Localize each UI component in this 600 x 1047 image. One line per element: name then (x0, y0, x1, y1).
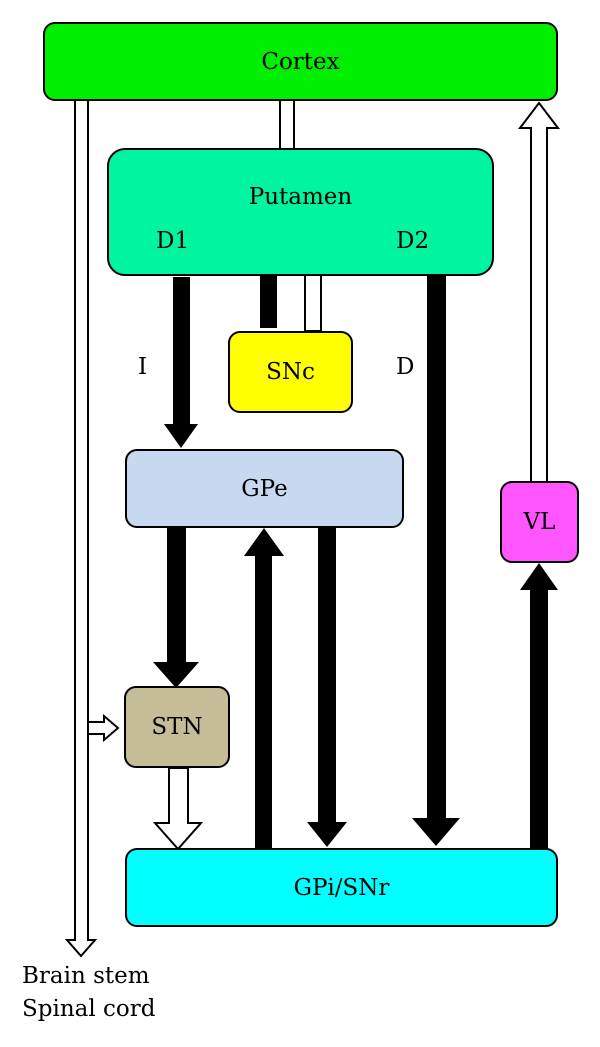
stn-label: STN (151, 714, 203, 740)
cortex-to-putamen-connector (279, 97, 295, 152)
putamen-to-gpi-arrow (412, 275, 460, 846)
putamen-box: Putamen (107, 148, 494, 276)
snc-box: SNc (228, 331, 353, 413)
cortex-box: Cortex (43, 22, 558, 101)
putamen-to-gpe-arrow (164, 277, 198, 448)
gpi-snr-box: GPi/SNr (125, 848, 558, 927)
stn-to-gpi-arrow (152, 767, 204, 851)
cortex-label: Cortex (261, 48, 340, 75)
stn-box: STN (124, 686, 230, 768)
cortex-to-stn-arrow (87, 713, 120, 743)
snc-label: SNc (266, 359, 315, 385)
gpi-to-vl-arrow (520, 563, 558, 852)
d1-label: D1 (156, 228, 190, 254)
gpe-to-gpi-arrow (307, 528, 347, 847)
direct-pathway-label: D (396, 354, 415, 380)
cortex-to-brainstem-arrow (64, 99, 98, 958)
gpe-to-stn-arrow (153, 528, 199, 688)
vl-label: VL (523, 509, 556, 535)
gpe-box: GPe (125, 449, 404, 528)
putamen-label: Putamen (248, 184, 353, 210)
vl-to-cortex-arrow (517, 101, 561, 483)
spinal-cord-label: Spinal cord (22, 996, 156, 1022)
gpi-snr-label: GPi/SNr (293, 874, 390, 901)
vl-box: VL (500, 481, 579, 563)
indirect-pathway-label: I (138, 354, 148, 380)
brain-stem-label: Brain stem (22, 963, 150, 989)
gpe-label: GPe (241, 475, 288, 502)
d2-label: D2 (396, 228, 430, 254)
gpi-to-gpe-arrow (244, 528, 284, 852)
